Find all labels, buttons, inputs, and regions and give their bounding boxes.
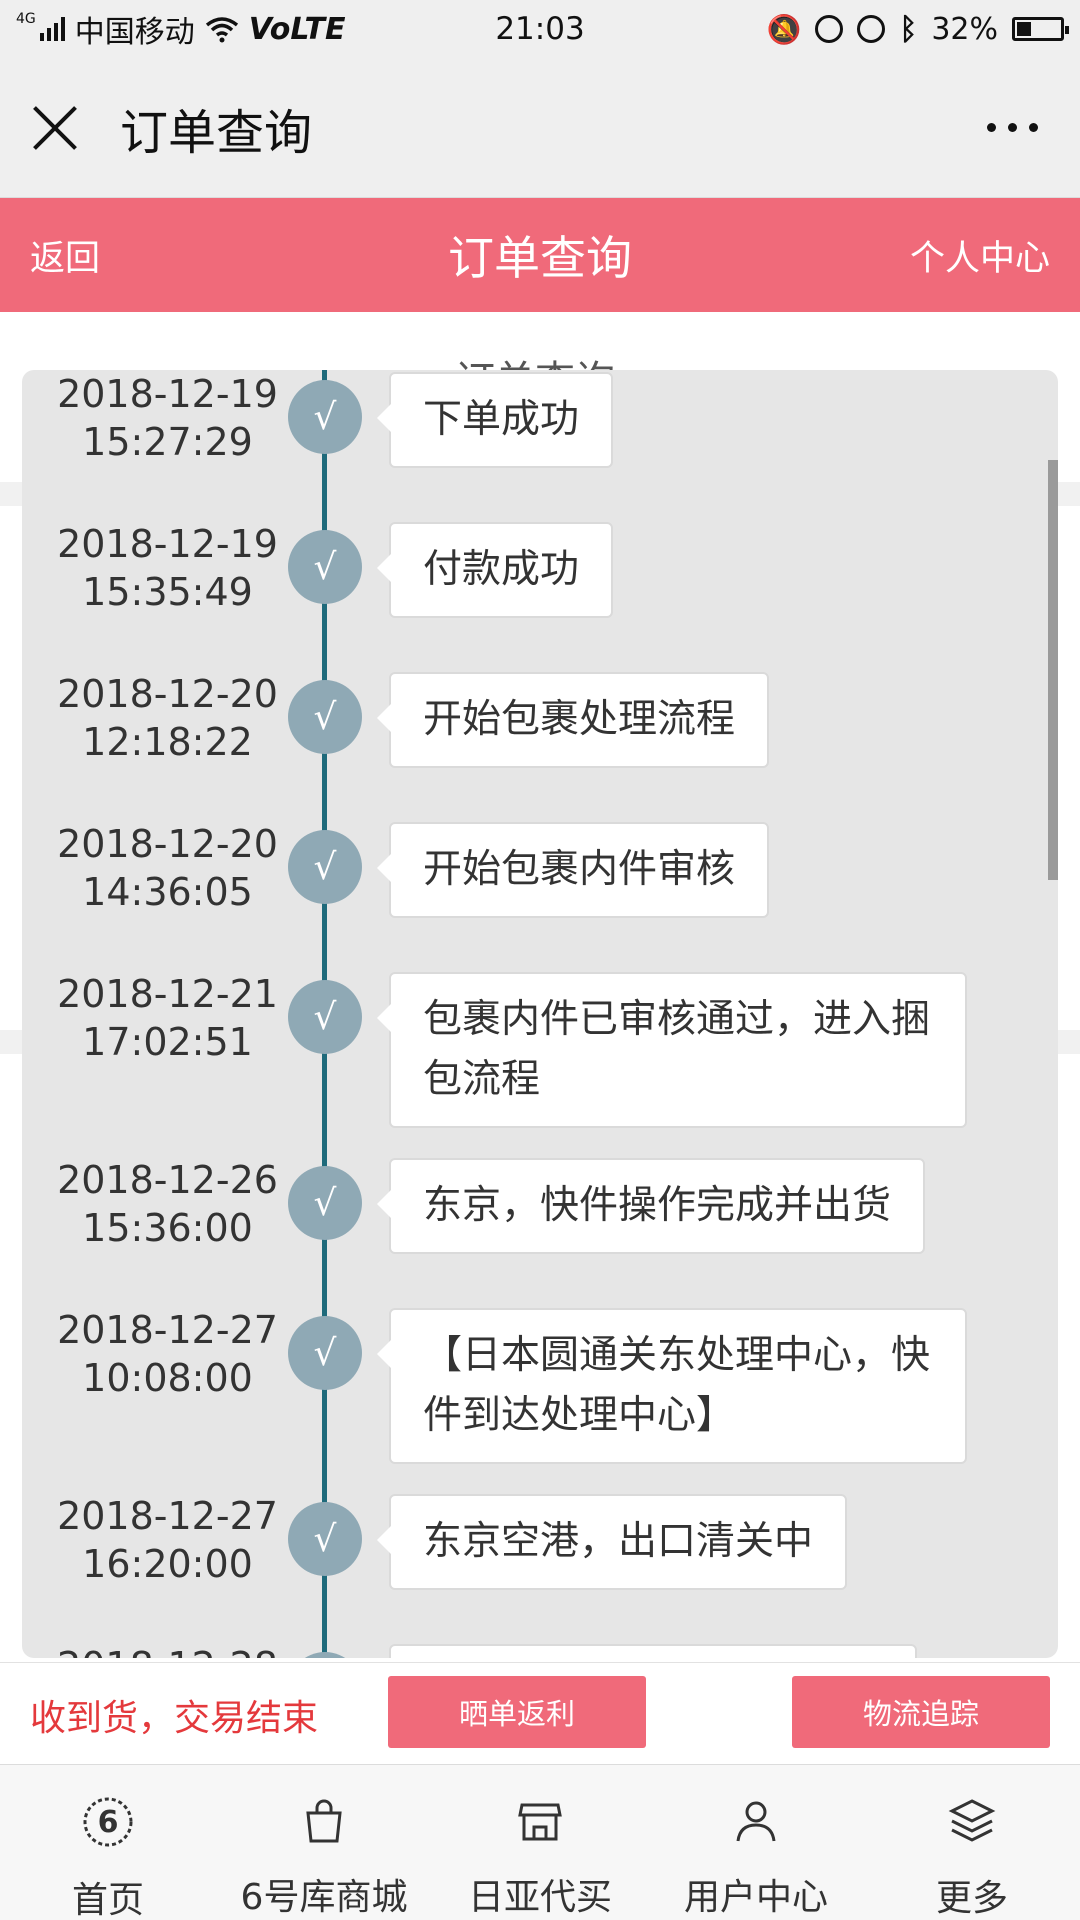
timeline-event: 包裹内件已审核通过，进入捆包流程 <box>377 972 967 1128</box>
shopping-bag-icon <box>297 1795 351 1846</box>
timeline-event <box>389 1644 917 1658</box>
timeline-event: 开始包裹处理流程 <box>376 672 770 768</box>
signal-icon <box>39 17 65 41</box>
share-rebate-button[interactable]: 晒单返利 <box>388 1676 646 1748</box>
timeline-event: 下单成功 <box>376 372 614 468</box>
status-bar: 4G 中国移动 VoLTE 21:03 🔕 ᛒ 32% <box>0 0 1080 58</box>
alarm-icon <box>857 15 886 43</box>
timeline-event: 开始包裹内件审核 <box>376 822 770 918</box>
tab-label: 6号库商城 <box>240 1877 408 1918</box>
store-icon <box>513 1795 567 1846</box>
tab-mall[interactable]: 6号库商城 <box>216 1765 432 1920</box>
more-menu-icon[interactable] <box>987 123 1038 132</box>
tab-label: 首页 <box>71 1880 144 1920</box>
tab-label: 更多 <box>935 1878 1008 1919</box>
clock: 21:03 <box>495 11 585 47</box>
tab-more[interactable]: 更多 <box>864 1765 1080 1920</box>
logo-6-icon: 6 <box>81 1795 135 1849</box>
check-icon: √ <box>288 380 362 454</box>
webview-titlebar: 订单查询 <box>0 58 1080 198</box>
tab-home[interactable]: 6 首页 <box>0 1765 216 1920</box>
timeline-timestamp: 2018-12-28 <box>40 1642 295 1658</box>
tab-amazon-jp[interactable]: 日亚代买 <box>432 1765 648 1920</box>
mute-icon: 🔕 <box>766 12 802 46</box>
layers-icon <box>945 1795 999 1847</box>
check-icon: √ <box>288 830 362 904</box>
check-icon: √ <box>288 680 362 754</box>
check-icon: √ <box>288 1166 362 1240</box>
timeline-event: 东京，快件操作完成并出货 <box>376 1158 926 1254</box>
battery-percent: 32% <box>931 11 998 47</box>
user-icon <box>729 1795 783 1846</box>
wifi-icon <box>205 17 238 43</box>
back-button[interactable]: 返回 <box>30 238 101 279</box>
page-header: 返回 订单查询 个人中心 <box>0 198 1080 312</box>
svg-text:6: 6 <box>98 1805 119 1840</box>
carrier-name: 中国移动 <box>74 15 195 50</box>
tab-label: 用户中心 <box>683 1877 828 1918</box>
check-icon: √ <box>288 1502 362 1576</box>
tab-user-center[interactable]: 用户中心 <box>648 1765 864 1920</box>
timeline-event: 付款成功 <box>376 522 614 618</box>
scrollbar[interactable] <box>1048 460 1058 880</box>
bluetooth-icon: ᛒ <box>899 11 918 47</box>
battery-icon <box>1012 17 1069 41</box>
timeline-event: 东京空港，出口清关中 <box>376 1494 848 1590</box>
network-type: 4G <box>16 11 36 27</box>
check-icon <box>288 1652 362 1658</box>
tracking-button[interactable]: 物流追踪 <box>792 1676 1050 1748</box>
webview-title: 订单查询 <box>120 104 313 161</box>
close-icon[interactable] <box>32 105 78 151</box>
volte-indicator: VoLTE <box>248 11 346 47</box>
timeline-event: 【日本圆通关东处理中心，快件到达处理中心】 <box>377 1308 967 1464</box>
order-status: 收到货，交易结束 <box>30 1698 319 1739</box>
tab-label: 日亚代买 <box>467 1877 612 1918</box>
check-icon: √ <box>288 980 362 1054</box>
check-icon: √ <box>288 530 362 604</box>
bottom-tab-bar: 6 首页 6号库商城 日亚代买 用户中心 更多 <box>0 1764 1080 1920</box>
rotation-lock-icon <box>815 15 844 43</box>
user-center-link[interactable]: 个人中心 <box>909 238 1050 279</box>
check-icon: √ <box>288 1316 362 1390</box>
order-action-bar: 收到货，交易结束 晒单返利 物流追踪 <box>0 1662 1080 1764</box>
